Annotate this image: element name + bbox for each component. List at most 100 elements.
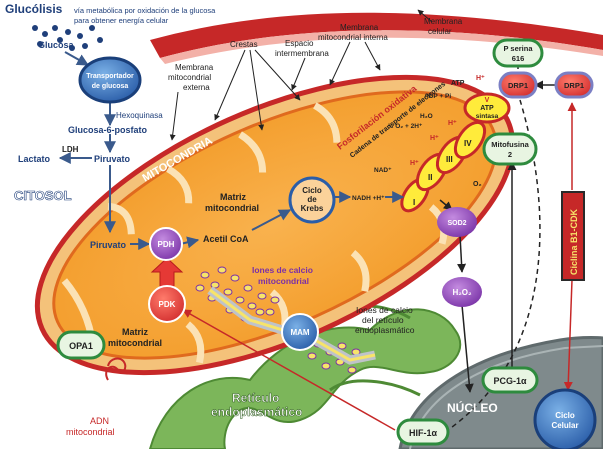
- label-crestas: Crestas: [230, 40, 258, 49]
- label-drp1-outer: DRP1: [564, 81, 584, 90]
- label-adp: ADP + Pi: [424, 93, 451, 100]
- label-membrana-interna-1: Membrana: [340, 23, 379, 32]
- label-serina-2: 616: [512, 54, 525, 63]
- label-hplus-2: H⁺: [410, 160, 419, 167]
- label-opa1: OPA1: [69, 341, 93, 351]
- label-piruvato-mid: Piruvato: [90, 240, 127, 250]
- label-reticulo-2: endoplasmático: [211, 405, 302, 419]
- calcium-ion: [223, 288, 233, 296]
- calcium-ion: [195, 284, 205, 292]
- leader-espacio: [291, 57, 306, 91]
- label-mitofusina-1: Mitofusina: [491, 140, 529, 149]
- label-piruvato-top: Piruvato: [94, 154, 131, 164]
- leader-membrana-externa: [169, 91, 179, 141]
- label-atp-3: sintasa: [476, 113, 499, 120]
- label-citosol: CITOSOL: [14, 188, 72, 203]
- arrow-h2o2-nucleus: [461, 304, 474, 393]
- label-iones-ret-1: Iones de calcio: [356, 305, 413, 315]
- label-h2o2: H₂O₂: [452, 288, 472, 297]
- leader-crestas-1: [214, 49, 246, 121]
- label-pdh: PDH: [158, 240, 175, 249]
- label-membrana-celular-2: celular: [428, 27, 452, 36]
- label-sod2: SOD2: [447, 220, 466, 227]
- mam-complex: [281, 313, 319, 351]
- label-lactato: Lactato: [18, 154, 51, 164]
- hif-protein: [396, 418, 450, 446]
- arrow-acetil-krebs: [251, 209, 292, 231]
- subtitle-2: para obtener energía celular: [74, 16, 169, 25]
- label-membrana-externa-3: externa: [183, 83, 210, 92]
- label-matriz-2a: Matriz: [122, 327, 149, 337]
- label-hexoquinasa: Hexoquinasa: [116, 111, 163, 120]
- label-o2-reaction: ½ O₂ + 2H⁺: [388, 122, 423, 130]
- arrow-sod2-h2o2: [457, 234, 467, 273]
- label-hif: HIF-1α: [409, 428, 438, 438]
- label-ciclo-3: Krebs: [301, 204, 324, 213]
- label-pdk: PDK: [159, 300, 176, 309]
- calcium-ion: [347, 366, 357, 374]
- label-nad: NAD⁺: [374, 167, 392, 174]
- cell-membrane-inner: [160, 30, 603, 65]
- calcium-ion: [307, 352, 317, 360]
- label-transportador-1: Transportador: [86, 73, 134, 80]
- label-ciclo-1: Ciclo: [302, 186, 322, 195]
- label-glucosa6: Glucosa-6-posfato: [68, 125, 148, 135]
- label-membrana-externa-1: Membrana: [175, 63, 214, 72]
- label-iones-mito-2: mitocondrial: [258, 276, 309, 286]
- label-nadh: NADH +H⁺: [352, 195, 385, 202]
- calcium-ion: [217, 266, 227, 274]
- label-ciclo-cel-1: Ciclo: [555, 411, 575, 420]
- cell-membrane: [150, 12, 603, 58]
- arrow-hif-pdk: [182, 309, 396, 431]
- label-iones-ret-2: del retículo: [362, 315, 404, 325]
- label-matriz-2b: mitocondrial: [108, 338, 162, 348]
- label-complex-1: I: [413, 198, 415, 207]
- label-transportador-2: de glucosa: [92, 83, 129, 90]
- label-matriz-1b: mitocondrial: [205, 203, 259, 213]
- pdk-enzyme: [148, 285, 186, 323]
- drp1-outer: [554, 71, 594, 99]
- atp-synthase: [463, 92, 511, 124]
- opa1-protein: [56, 330, 106, 360]
- leader-membrana-interna-1: [329, 41, 351, 86]
- label-complex-2: II: [428, 173, 432, 182]
- calcium-ion: [235, 296, 245, 304]
- leader-membrana-celular: [417, 9, 433, 23]
- label-ldh: LDH: [62, 145, 79, 154]
- pdh-enzyme: [149, 227, 183, 261]
- calcium-ion: [210, 281, 220, 289]
- krebs-cycle: [288, 176, 336, 224]
- label-complex-3: III: [446, 155, 453, 164]
- glucose-transporter: [78, 56, 142, 104]
- label-adn-1: ADN: [90, 416, 109, 426]
- mitofusina-protein: [482, 132, 538, 166]
- electron-transport-chain: [400, 120, 487, 213]
- label-glucosa: Glucosa: [38, 40, 75, 50]
- label-mitofusina-2: 2: [508, 150, 512, 159]
- er-fold-2: [329, 379, 421, 397]
- label-pcg: PCG-1α: [493, 376, 527, 386]
- label-iones-ret-3: endoplasmático: [355, 325, 415, 335]
- calcium-ion: [230, 274, 240, 282]
- label-ciclo-cel-2: Celular: [551, 421, 578, 430]
- calcium-ion: [200, 271, 210, 279]
- label-iones-mito-1: Iones de calcio: [252, 265, 313, 275]
- arrow-glucose-transporter: [64, 51, 90, 66]
- leader-crestas-2: [249, 49, 265, 131]
- calcium-ion: [243, 284, 253, 292]
- sod2-enzyme: [437, 207, 477, 237]
- label-matriz-1a: Matriz: [220, 192, 247, 202]
- label-serina-1: P serina: [503, 44, 533, 53]
- ciclina-box: [561, 191, 585, 281]
- label-atp-1: V: [485, 97, 490, 104]
- label-ciclo-2: de: [307, 195, 317, 204]
- calcium-ion: [270, 296, 280, 304]
- dashed-drp1-hif: [447, 99, 541, 431]
- label-o2: O₂: [473, 181, 482, 188]
- mtdna-icon: [105, 357, 127, 381]
- label-atp-2: ATP: [480, 105, 494, 112]
- label-membrana-externa-2: mitocondrial: [168, 73, 211, 82]
- serina-protein: [492, 38, 544, 68]
- calcium-ion: [257, 292, 267, 300]
- label-ciclina: Ciclina B1-CDK: [569, 208, 579, 275]
